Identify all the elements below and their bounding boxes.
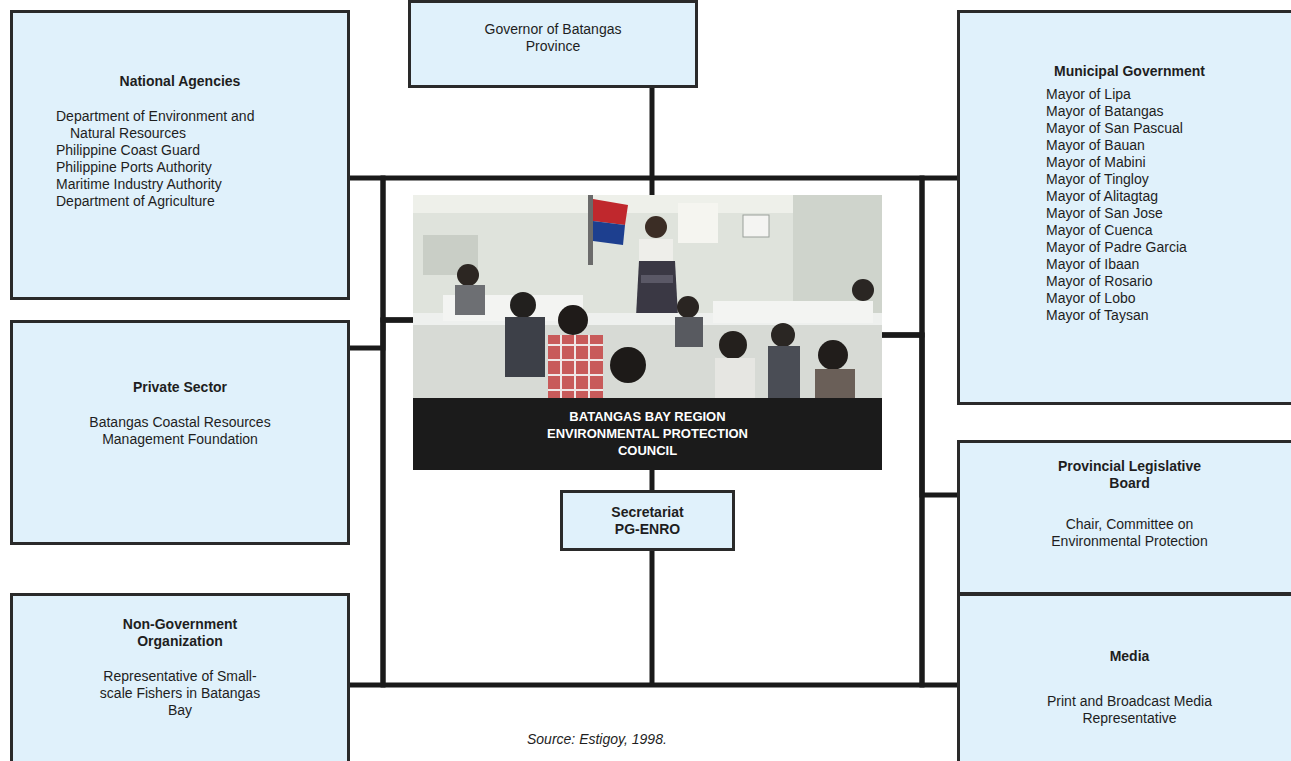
box-text: Mayor of Mabini (1046, 154, 1291, 171)
box-text: Mayor of San Jose (1046, 205, 1291, 222)
sector-box: Private SectorBatangas Coastal Resources… (10, 320, 350, 545)
box-heading: PG-ENRO (563, 521, 732, 538)
council-box: BATANGAS BAY REGION ENVIRONMENTAL PROTEC… (413, 195, 882, 470)
box-text: Mayor of Rosario (1046, 273, 1291, 290)
box-heading: Private Sector (13, 379, 347, 396)
box-text: Department of Agriculture (56, 193, 347, 210)
box-text: Batangas Coastal Resources Management Fo… (80, 414, 280, 448)
ngo-box: Non-Government OrganizationRepresentativ… (10, 593, 350, 761)
box-text: Maritime Industry Authority (56, 176, 347, 193)
media-box: MediaPrint and Broadcast Media Represent… (957, 593, 1291, 761)
connector-line (350, 178, 413, 320)
connector-line (652, 88, 653, 195)
box-text: Mayor of Lipa (1046, 86, 1291, 103)
source-caption: Source: Estigoy, 1998. (527, 731, 667, 748)
connector-path (650, 88, 655, 195)
meeting-photo (413, 195, 882, 398)
box-heading: Non-Government Organization (110, 616, 250, 650)
secretariat-box: SecretariatPG-ENRO (560, 490, 735, 551)
box-text: Philippine Ports Authority (56, 159, 347, 176)
governor-box: Governor of Batangas Province (408, 0, 698, 88)
box-text: Chair, Committee on Environmental Protec… (1037, 516, 1222, 550)
connector-path (650, 470, 655, 490)
box-text: Department of Environment and Natural Re… (56, 108, 260, 142)
box-text: Mayor of Alitagtag (1046, 188, 1291, 205)
box-text: Governor of Batangas Province (468, 21, 638, 55)
council-frame (383, 178, 922, 685)
connector-line (882, 335, 957, 685)
connector-line (652, 470, 653, 490)
connector-line (882, 178, 957, 335)
box-heading: Secretariat (563, 504, 732, 521)
box-text: Philippine Coast Guard (56, 142, 347, 159)
box-text: Mayor of Ibaan (1046, 256, 1291, 273)
council-band: BATANGAS BAY REGION ENVIRONMENTAL PROTEC… (413, 398, 882, 470)
connector-line (350, 320, 413, 685)
box-heading: Municipal Government (960, 63, 1291, 80)
box-heading: National Agencies (13, 73, 347, 90)
box-text: Mayor of San Pascual (1046, 120, 1291, 137)
connector-path (350, 178, 413, 320)
box-text: Mayor of Taysan (1046, 307, 1291, 324)
box-text: Mayor of Batangas (1046, 103, 1291, 120)
box-text: Mayor of Cuenca (1046, 222, 1291, 239)
connector-path (882, 335, 957, 685)
council-title: BATANGAS BAY REGION ENVIRONMENTAL PROTEC… (540, 408, 755, 459)
box-text: Representative of Small-scale Fishers in… (98, 668, 263, 719)
agency-box: National AgenciesDepartment of Environme… (10, 10, 350, 300)
photo-window (413, 195, 882, 398)
box-text: Print and Broadcast Media Representative (1035, 693, 1225, 727)
box-heading: Media (960, 648, 1291, 665)
connector-path (350, 320, 413, 685)
connector-path (882, 178, 957, 335)
box-text: Mayor of Padre Garcia (1046, 239, 1291, 256)
box-text: Mayor of Lobo (1046, 290, 1291, 307)
box-text: Mayor of Tingloy (1046, 171, 1291, 188)
frame-link (650, 548, 655, 685)
box-heading: Provincial Legislative Board (1042, 458, 1217, 492)
box-text: Mayor of Bauan (1046, 137, 1291, 154)
municipal-box: Municipal GovernmentMayor of LipaMayor o… (957, 10, 1291, 405)
board-box: Provincial Legislative BoardChair, Commi… (957, 440, 1291, 595)
